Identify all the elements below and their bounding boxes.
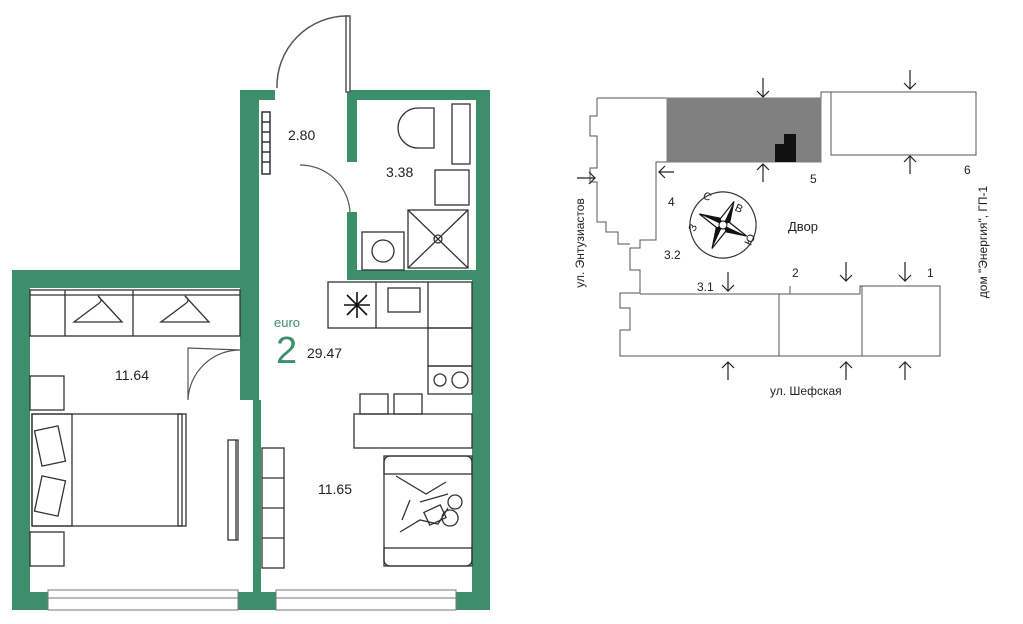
total-area: 29.47 — [307, 345, 343, 361]
section-label-1: 1 — [927, 266, 934, 280]
wardrobe — [29, 289, 241, 337]
snowflake-icon — [344, 292, 370, 318]
site-arrows — [577, 70, 917, 380]
compass-rose-icon — [689, 191, 757, 259]
section-label-4: 4 — [668, 195, 675, 209]
bedroom-furniture — [29, 375, 239, 567]
site-plan — [589, 91, 977, 357]
kitchen-furniture — [261, 281, 473, 569]
sofa-with-people — [383, 455, 473, 567]
room-area-bathroom: 3.38 — [386, 164, 414, 180]
section-label-2: 2 — [792, 266, 799, 280]
room-area-kitchen-living: 11.65 — [318, 481, 352, 497]
building-marker-icon — [775, 134, 796, 162]
section-label-3-2: 3.2 — [664, 248, 681, 262]
rooms-count: 2 — [276, 330, 298, 372]
building-right-label: дом "Энергия", ГП-1 — [976, 185, 990, 299]
courtyard-label: Двор — [788, 219, 819, 234]
room-area-hall: 2.80 — [288, 127, 316, 143]
bedroom-door — [187, 347, 241, 401]
radiator-icon — [261, 111, 271, 175]
bathroom-fixtures — [361, 103, 471, 271]
apartment-walls — [12, 90, 490, 610]
section-label-5: 5 — [810, 172, 817, 186]
bathroom-door — [299, 164, 351, 213]
street-bottom-label: ул. Шефская — [770, 384, 842, 398]
entrance-door — [276, 15, 351, 93]
section-label-3-1: 3.1 — [697, 280, 714, 294]
windows — [47, 589, 457, 611]
room-area-bedroom: 11.64 — [115, 367, 149, 383]
section-label-6: 6 — [964, 163, 971, 177]
apartment-type-label: euro — [274, 315, 301, 330]
street-left-label: ул. Энтузиастов — [573, 198, 587, 288]
